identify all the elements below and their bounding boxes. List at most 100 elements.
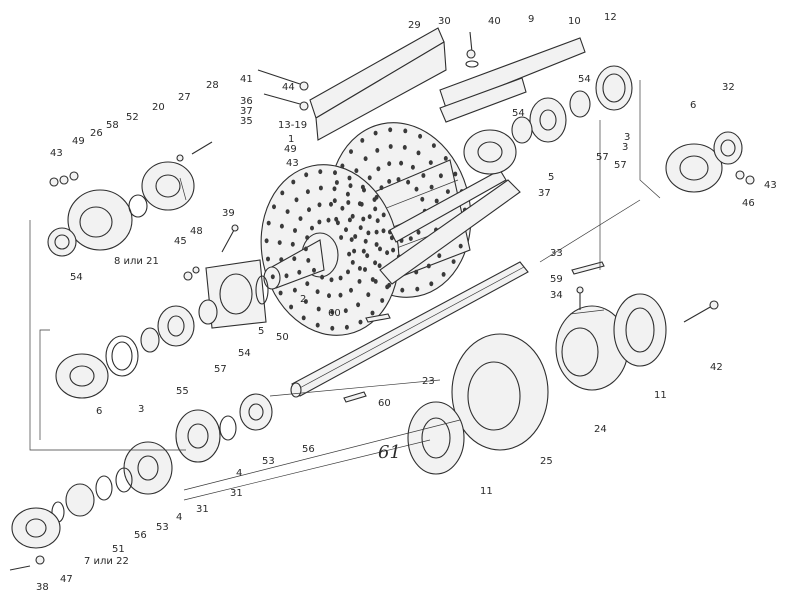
label-54-right-a: 54 xyxy=(512,108,525,119)
side-beam xyxy=(379,169,521,285)
label-43-top: 43 xyxy=(286,158,299,169)
disk-hole xyxy=(340,163,345,169)
disk-hole xyxy=(421,173,426,178)
label-53-a: 53 xyxy=(262,456,275,467)
disk-hole xyxy=(338,275,343,281)
nut-45-48 xyxy=(183,266,200,281)
disk-hole xyxy=(363,238,368,244)
disk-hole xyxy=(458,243,463,249)
disk-hole xyxy=(347,251,352,257)
label-52: 52 xyxy=(126,112,139,123)
label-25: 25 xyxy=(540,456,553,467)
housing-6-right xyxy=(665,143,723,193)
label-43-left: 43 xyxy=(50,148,63,159)
key-60 xyxy=(343,313,391,403)
disk-hole xyxy=(381,228,386,234)
cap-32 xyxy=(713,131,743,165)
disk-hole xyxy=(297,269,302,275)
disk-hole xyxy=(443,156,448,161)
disk-hole xyxy=(358,225,363,231)
label-26: 26 xyxy=(90,128,103,139)
disk-hole xyxy=(370,310,375,316)
disc-11-lower xyxy=(407,401,465,475)
disk-hole xyxy=(361,216,366,222)
disk-hole xyxy=(402,145,407,150)
disk-hole xyxy=(278,290,283,296)
disk-hole xyxy=(317,219,322,225)
disk-hole xyxy=(298,216,303,222)
label-5-left: 5 xyxy=(258,326,264,337)
disk-hole xyxy=(378,246,382,252)
label-30: 30 xyxy=(438,16,451,27)
bracket-12 xyxy=(439,37,586,123)
hub-7 xyxy=(11,507,61,549)
disk-hole xyxy=(370,277,375,282)
disk-hole xyxy=(334,180,339,185)
disk-hole xyxy=(359,201,364,207)
seal-3-left xyxy=(105,335,139,377)
disk-hole xyxy=(410,164,415,170)
disk-hole xyxy=(403,128,408,134)
disk-hole xyxy=(367,214,372,220)
label-31-b: 31 xyxy=(196,504,209,515)
label-3-left: 3 xyxy=(138,404,144,415)
ring-54-right xyxy=(511,90,591,144)
disk-hole xyxy=(343,308,348,314)
part-labels: 29 30 40 9 10 12 41 44 36 37 35 13-19 1 … xyxy=(36,12,777,593)
disk-hole xyxy=(346,269,350,275)
label-24: 24 xyxy=(594,424,607,435)
disk-hole xyxy=(289,304,294,310)
nut-46-43 xyxy=(735,170,755,185)
disk-hole xyxy=(367,175,372,181)
disk-hole xyxy=(388,127,393,133)
disk-hole xyxy=(264,238,269,244)
bearing-56-b xyxy=(65,483,95,517)
disk-hole xyxy=(338,292,343,298)
disk-hole xyxy=(408,236,413,242)
disk-hole xyxy=(388,144,393,149)
disk-hole xyxy=(284,273,289,279)
label-1: 1 xyxy=(288,134,294,145)
disk-hole xyxy=(441,272,446,277)
disk-hole xyxy=(374,194,379,200)
bolts-41-44 xyxy=(257,69,309,111)
ring-53 xyxy=(95,475,113,501)
disk-hole xyxy=(358,319,363,325)
label-4-a: 4 xyxy=(236,468,242,479)
disk-hole xyxy=(375,148,380,153)
disk-hole xyxy=(414,269,419,275)
disk-hole xyxy=(352,248,357,254)
label-10: 10 xyxy=(568,16,581,27)
disk-hole xyxy=(270,274,275,280)
label-28: 28 xyxy=(206,80,219,91)
label-50: 50 xyxy=(276,332,289,343)
disk-hole xyxy=(396,177,401,182)
disk-hole xyxy=(279,257,284,262)
disk-hole xyxy=(291,179,296,185)
disk-hole xyxy=(356,302,361,308)
disk-hole xyxy=(363,156,368,162)
label-23: 23 xyxy=(422,376,435,387)
disk-hole xyxy=(305,189,310,195)
disk-hole xyxy=(420,196,425,202)
disk-hole xyxy=(293,228,297,233)
label-55: 55 xyxy=(176,386,189,397)
disk-hole xyxy=(375,218,380,224)
disk-hole xyxy=(406,179,411,185)
bolt-42 xyxy=(683,300,719,323)
disk-hole xyxy=(318,169,323,175)
stud-28 xyxy=(191,141,213,155)
label-34: 34 xyxy=(550,290,563,301)
label-2: 2 xyxy=(300,294,306,305)
disk-hole xyxy=(285,209,290,215)
label-57-left: 57 xyxy=(214,364,227,375)
label-27: 27 xyxy=(178,92,191,103)
label-56-b: 56 xyxy=(134,530,147,541)
disk-hole xyxy=(418,133,423,139)
disk-hole xyxy=(330,309,335,315)
label-42: 42 xyxy=(710,362,723,373)
label-54-left: 54 xyxy=(70,272,83,283)
label-44: 44 xyxy=(282,82,295,93)
disk-hole xyxy=(347,217,352,223)
label-3-right-b: 3 xyxy=(624,132,630,143)
